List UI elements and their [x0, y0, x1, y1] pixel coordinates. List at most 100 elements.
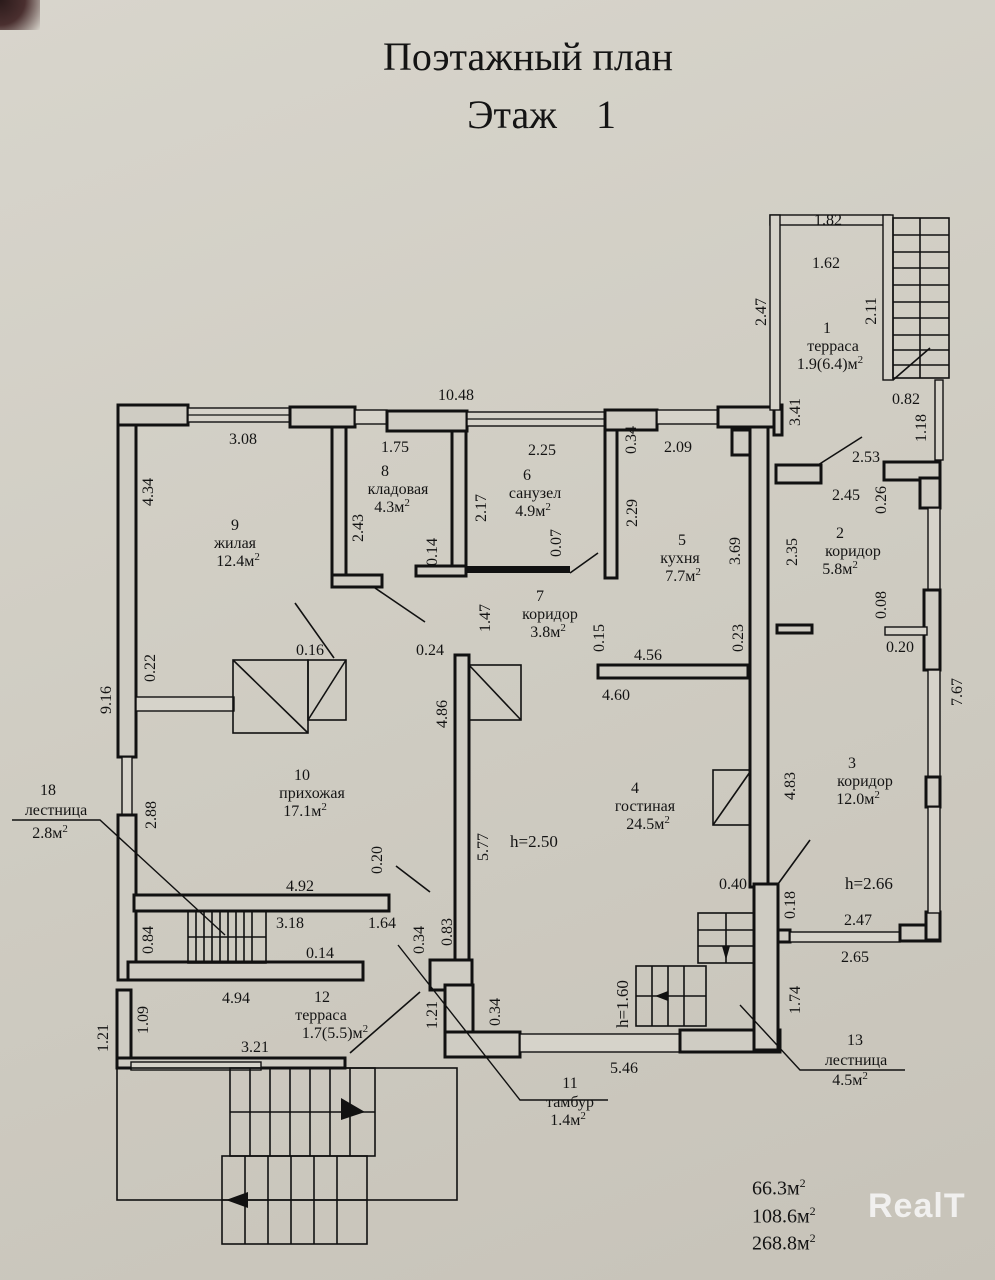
svg-text:4.5м2: 4.5м2: [832, 1070, 868, 1089]
svg-text:3.08: 3.08: [229, 431, 257, 448]
svg-text:4.83: 4.83: [782, 772, 799, 800]
svg-text:10: 10: [294, 767, 310, 784]
svg-text:0.20: 0.20: [369, 846, 386, 874]
total-2: 108.6м2: [752, 1203, 816, 1228]
svg-text:коридор: коридор: [522, 606, 578, 623]
svg-text:7.7м2: 7.7м2: [665, 566, 701, 585]
svg-text:7.67: 7.67: [949, 678, 966, 706]
svg-text:7: 7: [536, 588, 544, 605]
photo-corner-shadow: [0, 0, 40, 30]
svg-text:2.09: 2.09: [664, 439, 692, 456]
ceiling-heights: h=2.50 h=2.66 h=1.60: [510, 832, 893, 1028]
svg-text:1.82: 1.82: [814, 212, 842, 229]
svg-text:3.41: 3.41: [787, 398, 804, 426]
total-1: 66.3м2: [752, 1176, 806, 1200]
svg-text:терраса: терраса: [807, 338, 859, 355]
svg-text:0.15: 0.15: [591, 624, 608, 652]
svg-text:0.34: 0.34: [487, 998, 504, 1026]
svg-text:4.94: 4.94: [222, 990, 250, 1007]
svg-text:4.34: 4.34: [140, 478, 157, 506]
svg-text:1.64: 1.64: [368, 915, 396, 932]
svg-text:0.26: 0.26: [873, 486, 890, 514]
svg-text:2.53: 2.53: [852, 449, 880, 466]
svg-text:1.47: 1.47: [477, 604, 494, 632]
svg-text:лестница: лестница: [825, 1052, 887, 1069]
svg-text:0.18: 0.18: [782, 891, 799, 919]
dimensions-vertical: 2.47 2.11 3.41 1.18 0.26 2.35 0.08 7.67 …: [95, 297, 966, 1052]
svg-text:1.75: 1.75: [381, 439, 409, 456]
svg-text:гостиная: гостиная: [615, 798, 676, 815]
height-living: h=2.50: [510, 832, 558, 851]
svg-text:1.74: 1.74: [787, 986, 804, 1014]
leader-lines: [12, 819, 905, 1101]
svg-text:коридор: коридор: [837, 773, 893, 790]
svg-text:0.24: 0.24: [416, 642, 444, 659]
svg-text:3: 3: [848, 755, 856, 772]
svg-text:1.4м2: 1.4м2: [550, 1110, 586, 1129]
svg-text:кладовая: кладовая: [368, 481, 429, 498]
svg-text:12.0м2: 12.0м2: [836, 789, 880, 808]
svg-text:0.40: 0.40: [719, 876, 747, 893]
svg-text:8: 8: [381, 463, 389, 480]
svg-text:3.69: 3.69: [727, 537, 744, 565]
svg-text:2.35: 2.35: [784, 538, 801, 566]
svg-text:17.1м2: 17.1м2: [283, 801, 327, 820]
svg-text:4.86: 4.86: [434, 700, 451, 728]
svg-text:11: 11: [562, 1075, 577, 1092]
svg-text:18: 18: [40, 782, 56, 799]
svg-text:1.21: 1.21: [95, 1024, 112, 1052]
svg-text:6: 6: [523, 467, 531, 484]
svg-text:2.25: 2.25: [528, 442, 556, 459]
svg-text:12: 12: [314, 989, 330, 1006]
svg-text:2: 2: [836, 525, 844, 542]
svg-text:0.34: 0.34: [411, 926, 428, 954]
svg-text:4.9м2: 4.9м2: [515, 501, 551, 520]
svg-text:24.5м2: 24.5м2: [626, 814, 670, 833]
floor-number: 1: [596, 92, 616, 137]
svg-text:5: 5: [678, 532, 686, 549]
svg-text:0.16: 0.16: [296, 642, 324, 659]
svg-text:5.77: 5.77: [475, 833, 492, 861]
svg-text:2.88: 2.88: [143, 801, 160, 829]
svg-text:4.60: 4.60: [602, 687, 630, 704]
plan-title: Поэтажный план: [383, 34, 673, 79]
svg-text:0.23: 0.23: [730, 624, 747, 652]
svg-text:0.20: 0.20: [886, 639, 914, 656]
total-3: 268.8м2: [752, 1231, 816, 1255]
svg-text:0.14: 0.14: [424, 538, 441, 566]
svg-text:1.9(6.4)м2: 1.9(6.4)м2: [797, 354, 863, 373]
dimensions: 1.82 1.62 0.82 2.53 2.45 0.20 10.48 3.08…: [222, 212, 920, 1077]
svg-text:2.45: 2.45: [832, 487, 860, 504]
svg-text:2.47: 2.47: [753, 298, 770, 326]
svg-text:4.3м2: 4.3м2: [374, 497, 410, 516]
area-totals: 66.3м2 108.6м2 268.8м2: [752, 1172, 816, 1255]
svg-text:4: 4: [631, 780, 639, 797]
svg-text:тамбур: тамбур: [546, 1094, 594, 1111]
svg-text:3.21: 3.21: [241, 1039, 269, 1056]
height-corridor: h=2.66: [845, 874, 893, 893]
svg-text:2.11: 2.11: [863, 297, 880, 324]
svg-text:кухня: кухня: [660, 550, 700, 567]
svg-text:1.62: 1.62: [812, 255, 840, 272]
svg-text:4.56: 4.56: [634, 647, 662, 664]
svg-text:1.21: 1.21: [424, 1001, 441, 1029]
svg-text:жилая: жилая: [213, 535, 257, 552]
svg-text:12.4м2: 12.4м2: [216, 551, 260, 570]
floor-label: Этаж: [467, 92, 557, 137]
svg-text:5.46: 5.46: [610, 1060, 638, 1077]
arrows: [226, 946, 730, 1208]
svg-text:коридор: коридор: [825, 543, 881, 560]
